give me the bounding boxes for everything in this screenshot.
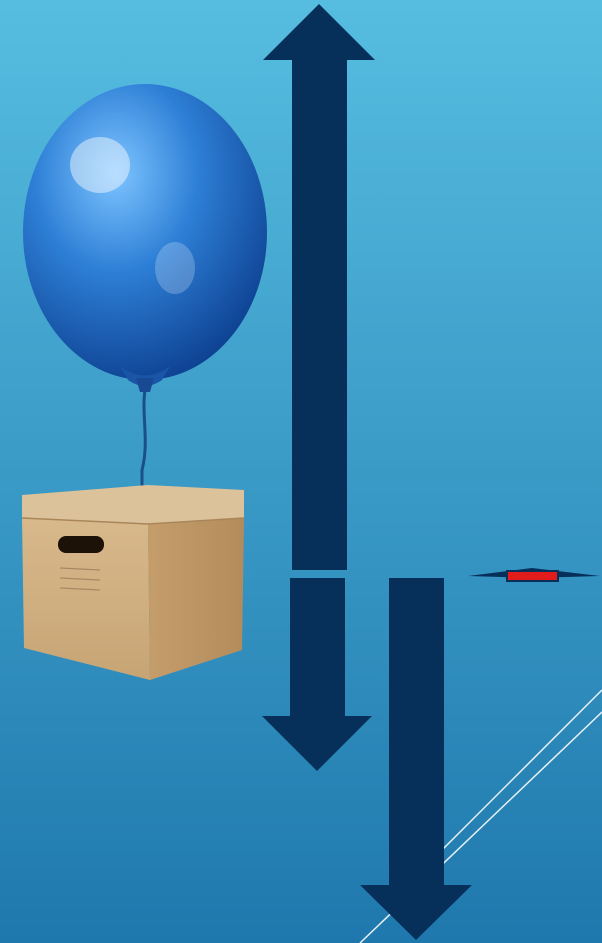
box-handle-hole [58, 536, 104, 553]
box-icon [22, 485, 244, 680]
